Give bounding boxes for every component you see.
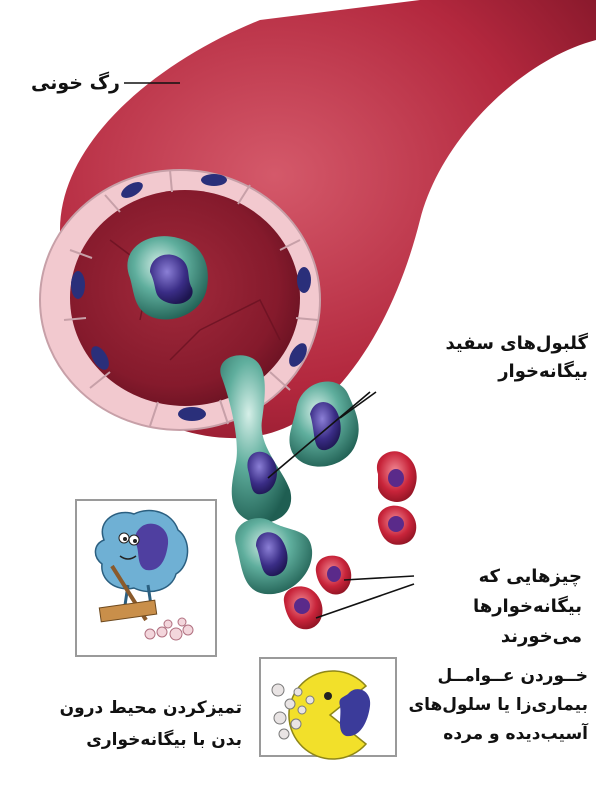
label-phagocytes: گلبول‌های سفید بیگانه‌خوار bbox=[446, 330, 588, 386]
target-cell bbox=[377, 451, 417, 502]
pacman-illustration bbox=[260, 658, 396, 759]
label-eaten-things: چیزهایی که بیگانه‌خوارها می‌خورند bbox=[473, 562, 582, 652]
pacman-phagocyte bbox=[289, 671, 370, 759]
label-vessel: رگ خونی bbox=[4, 72, 120, 94]
wbc-in-vessel bbox=[127, 236, 207, 319]
cleaning-illustration bbox=[76, 500, 216, 656]
target-cell bbox=[378, 506, 416, 545]
label-cleaning: تمیزکردن محیط درون بدن با بیگانه‌خواری bbox=[56, 692, 242, 756]
label-eating-pathogens: خــوردن عــوامــل بیماری‌زا یا سلول‌های … bbox=[408, 662, 588, 749]
target-cell bbox=[316, 556, 351, 595]
wbc-lower bbox=[235, 518, 312, 594]
target-cell bbox=[284, 586, 323, 629]
